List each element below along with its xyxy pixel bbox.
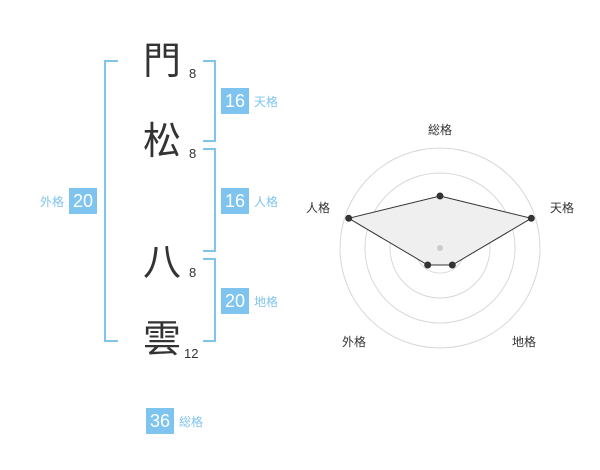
radar-point <box>448 261 456 269</box>
soukaku-label: 総格 <box>179 414 204 429</box>
name-char-3: 八 <box>143 240 182 284</box>
tenkaku-badge: 16 天格 <box>221 88 278 114</box>
gaikaku-label: 外格 <box>40 194 65 209</box>
gaikaku-value: 20 <box>69 188 98 214</box>
radar-ring <box>339 147 541 349</box>
radar-area <box>347 195 533 266</box>
name-char-4: 雲 <box>143 317 182 361</box>
gaikaku-badge: 外格 20 <box>40 188 98 214</box>
gaikaku-bracket <box>104 60 118 342</box>
stroke-count-4: 12 <box>184 346 199 361</box>
radar-point <box>527 214 535 222</box>
radar-label-soukaku: 総格 <box>428 122 452 137</box>
stroke-count-1: 8 <box>189 66 197 81</box>
jinkaku-value: 16 <box>221 188 250 214</box>
stroke-count-2: 8 <box>189 146 197 161</box>
radar-point <box>424 261 432 269</box>
jinkaku-label: 人格 <box>254 194 279 209</box>
soukaku-badge: 36 総格 <box>146 408 203 434</box>
radar-label-gaikaku: 外格 <box>342 334 366 349</box>
name-char-1: 門 <box>143 39 182 83</box>
tenkaku-label: 天格 <box>254 94 279 109</box>
tenkaku-value: 16 <box>221 88 250 114</box>
radar-label-tenkaku: 天格 <box>550 200 574 215</box>
chikaku-badge: 20 地格 <box>221 288 278 314</box>
chikaku-bracket <box>203 258 216 342</box>
radar-point <box>436 192 444 200</box>
radar-points <box>345 192 535 269</box>
radar-ring <box>364 172 516 324</box>
stroke-count-3: 8 <box>189 265 197 280</box>
tenkaku-bracket <box>203 60 216 142</box>
name-char-2: 松 <box>143 119 182 163</box>
radar-point <box>345 214 353 222</box>
jinkaku-bracket <box>203 148 216 252</box>
chikaku-value: 20 <box>221 288 250 314</box>
soukaku-value: 36 <box>146 408 175 434</box>
radar-center-dot <box>437 245 443 251</box>
chikaku-label: 地格 <box>254 294 279 309</box>
radar-label-chikaku: 地格 <box>512 334 536 349</box>
radar-label-jinkaku: 人格 <box>306 200 330 215</box>
jinkaku-badge: 16 人格 <box>221 188 278 214</box>
